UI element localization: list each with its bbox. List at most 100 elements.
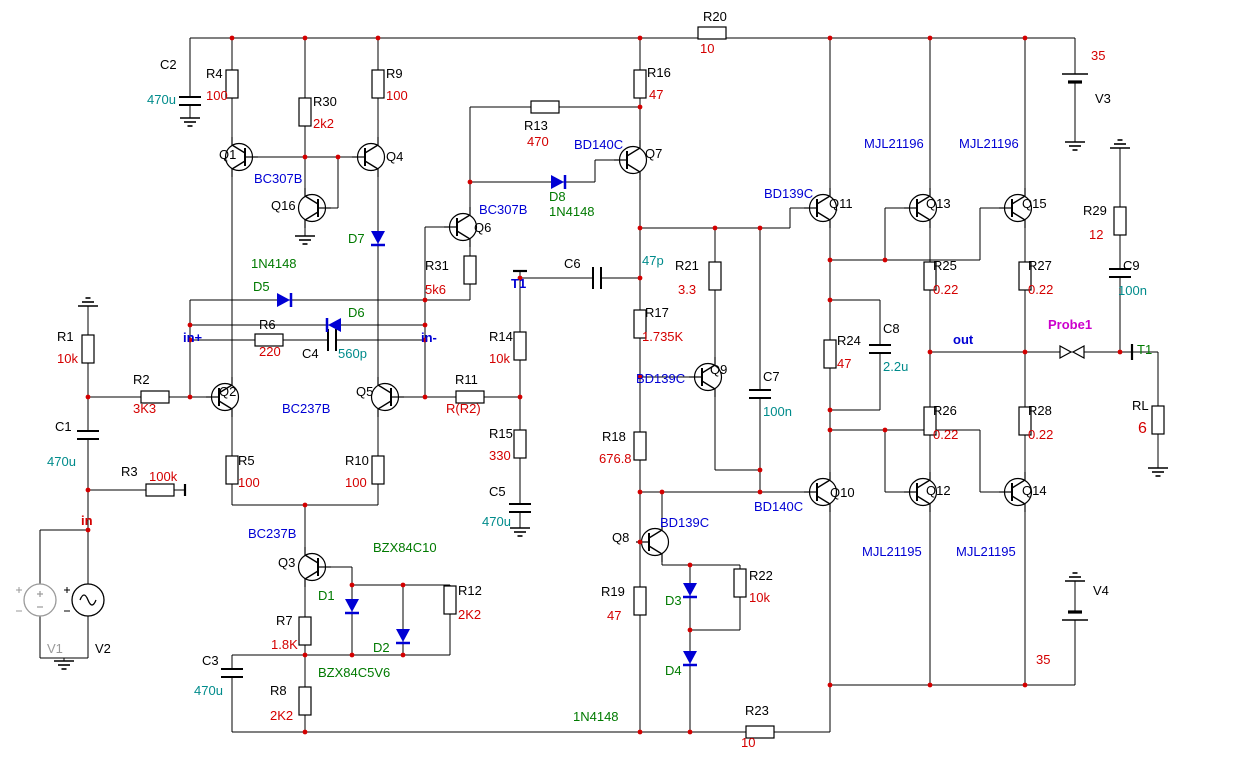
junction-dot <box>882 257 888 263</box>
transistor-Q15 <box>1011 211 1026 221</box>
diode-D6[interactable] <box>328 318 341 332</box>
resistor-RL[interactable] <box>1151 405 1165 435</box>
probe-symbol-Probe1[interactable] <box>1059 344 1073 360</box>
transistor-Q9 <box>701 364 716 374</box>
diode-D5[interactable] <box>277 293 290 307</box>
resistor-R14[interactable] <box>513 331 527 361</box>
resistor-R13[interactable] <box>530 100 560 114</box>
diode-D1[interactable] <box>345 599 359 612</box>
resistor-R11[interactable] <box>455 390 485 404</box>
junction-dot <box>229 35 235 41</box>
junction-dot <box>400 652 406 658</box>
junction-dot <box>637 104 643 110</box>
resistor-R19[interactable] <box>633 586 647 616</box>
junction-dot <box>637 35 643 41</box>
diode-D3[interactable] <box>683 583 697 596</box>
resistor-R8[interactable] <box>298 686 312 716</box>
resistor-R12[interactable] <box>443 585 457 615</box>
resistor-R28[interactable] <box>1018 406 1032 436</box>
junction-dot <box>687 562 693 568</box>
resistor-R21[interactable] <box>708 261 722 291</box>
resistor-R6[interactable] <box>254 333 284 347</box>
transistor-Q2 <box>218 400 233 410</box>
junction-dot <box>187 394 193 400</box>
transistor-Q11 <box>816 211 831 221</box>
junction-dot <box>637 489 643 495</box>
sine-icon <box>79 594 97 606</box>
resistor-R7[interactable] <box>298 616 312 646</box>
transistor-Q15 <box>1011 195 1026 205</box>
transistor-Q11 <box>816 195 831 205</box>
resistor-R29[interactable] <box>1113 206 1127 236</box>
resistor-R24[interactable] <box>823 339 837 369</box>
resistor-R16[interactable] <box>633 69 647 99</box>
junction-dot <box>422 297 428 303</box>
transistor-Q12 <box>916 479 931 489</box>
resistor-R25[interactable] <box>923 261 937 291</box>
source-V1[interactable] <box>23 583 57 617</box>
junction-dot <box>85 487 91 493</box>
resistor-R31[interactable] <box>463 255 477 285</box>
resistor-R18[interactable] <box>633 431 647 461</box>
probe-symbol-Probe1[interactable] <box>1071 344 1085 360</box>
diode-D2[interactable] <box>396 629 410 642</box>
junction-dot <box>712 225 718 231</box>
transistor-Q3 <box>304 570 319 580</box>
resistor-R5[interactable] <box>225 455 239 485</box>
junction-dot <box>757 225 763 231</box>
junction-dot <box>349 582 355 588</box>
diode-D4[interactable] <box>683 651 697 664</box>
resistor-R10[interactable] <box>371 455 385 485</box>
transistor-Q13 <box>916 195 931 205</box>
junction-dot <box>302 729 308 735</box>
resistor-R2[interactable] <box>140 390 170 404</box>
resistor-R22[interactable] <box>733 568 747 598</box>
resistor-R23[interactable] <box>745 725 775 739</box>
junction-dot <box>302 35 308 41</box>
resistor-R17[interactable] <box>633 309 647 339</box>
junction-dot <box>827 257 833 263</box>
resistor-R15[interactable] <box>513 429 527 459</box>
transistor-Q14 <box>1011 479 1026 489</box>
diode-D7[interactable] <box>371 231 385 244</box>
junction-dot <box>85 394 91 400</box>
diode-D8[interactable] <box>551 175 564 189</box>
transistor-Q7 <box>626 147 641 157</box>
junction-dot <box>827 297 833 303</box>
resistor-R20[interactable] <box>697 26 727 40</box>
resistor-R4[interactable] <box>225 69 239 99</box>
junction-dot <box>827 35 833 41</box>
junction-dot <box>882 427 888 433</box>
resistor-R27[interactable] <box>1018 261 1032 291</box>
resistor-R26[interactable] <box>923 406 937 436</box>
junction-dot <box>827 682 833 688</box>
junction-dot <box>517 275 523 281</box>
junction-dot <box>927 349 933 355</box>
junction-dot <box>927 35 933 41</box>
junction-dot <box>637 539 643 545</box>
junction-dot <box>302 652 308 658</box>
resistor-R1[interactable] <box>81 334 95 364</box>
resistor-R30[interactable] <box>298 97 312 127</box>
resistor-R3[interactable] <box>145 483 175 497</box>
junction-dot <box>1022 682 1028 688</box>
junction-dot <box>637 225 643 231</box>
transistor-Q3 <box>304 554 319 564</box>
junction-dot <box>687 627 693 633</box>
junction-dot <box>302 502 308 508</box>
transistor-Q1 <box>231 160 246 170</box>
junction-dot <box>927 682 933 688</box>
transistor-Q4 <box>364 144 379 154</box>
junction-dot <box>827 427 833 433</box>
junction-dot <box>400 582 406 588</box>
transistor-Q7 <box>626 163 641 173</box>
resistor-R9[interactable] <box>371 69 385 99</box>
junction-dot <box>467 179 473 185</box>
transistor-Q2 <box>218 384 233 394</box>
junction-dot <box>1022 35 1028 41</box>
transistor-Q16 <box>304 195 319 205</box>
junction-dot <box>1117 349 1123 355</box>
transistor-Q9 <box>701 380 716 390</box>
